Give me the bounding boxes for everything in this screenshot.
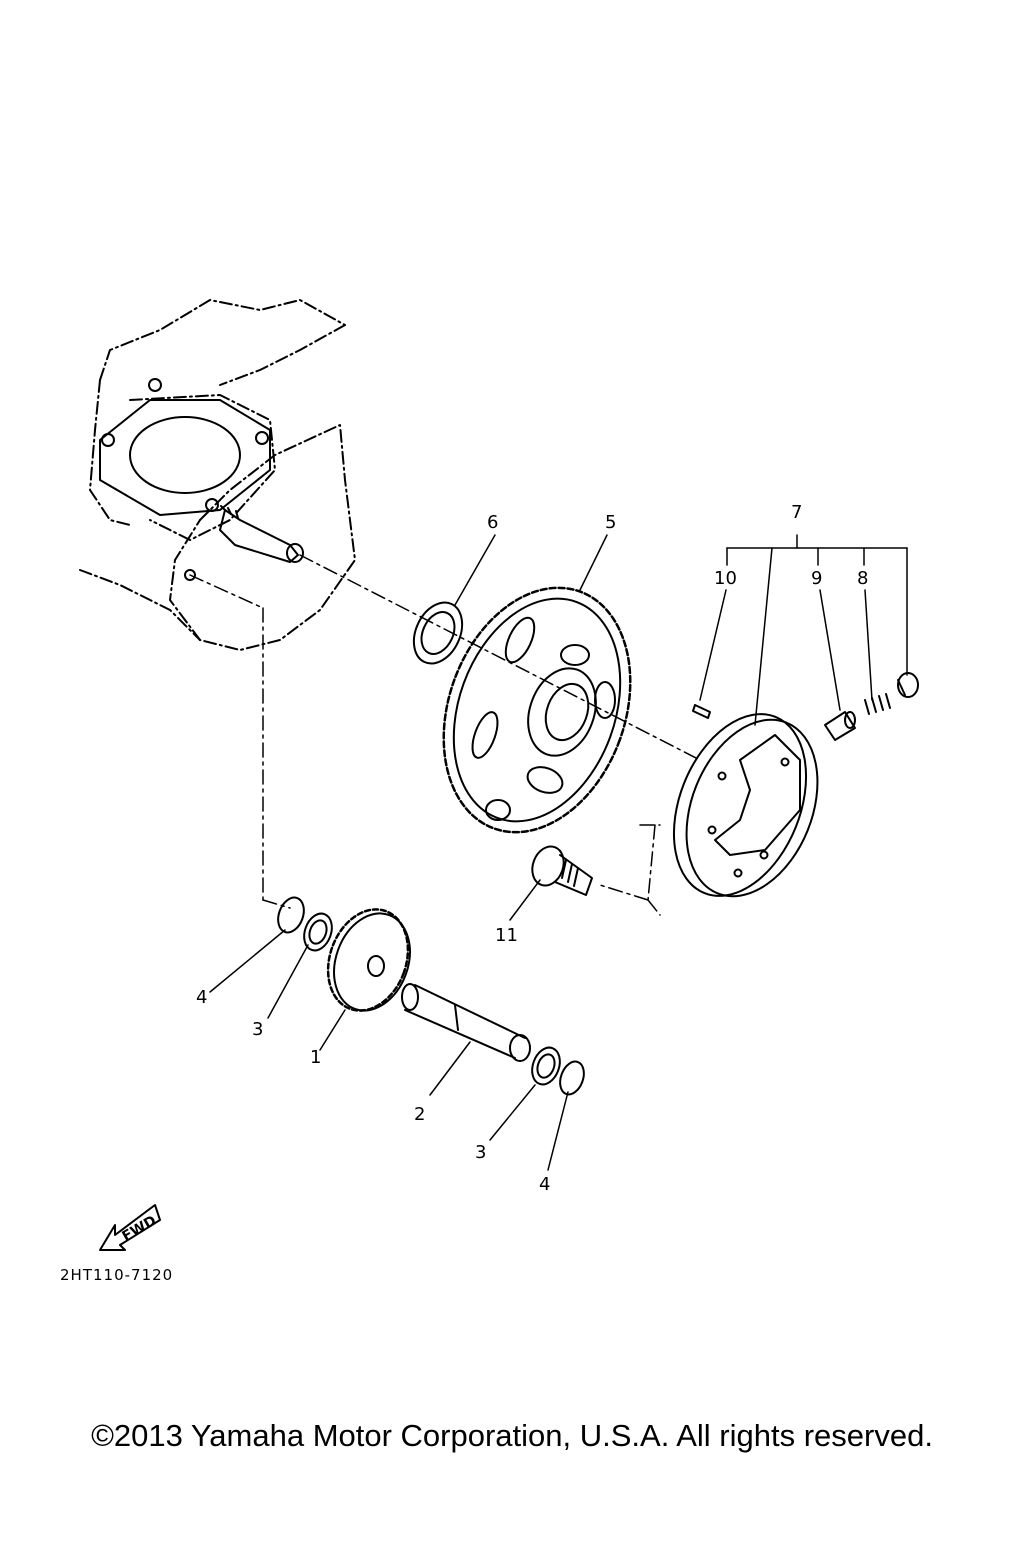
cylinder-gasket <box>99 378 271 516</box>
copyright-notice: ©2013 Yamaha Motor Corporation, U.S.A. A… <box>91 1418 933 1453</box>
part-9-roller <box>824 711 856 741</box>
part-2-shaft <box>401 983 531 1062</box>
part-6-washer <box>412 601 464 665</box>
callout-3-right: 3 <box>475 1142 486 1163</box>
drawing-code: 2HT110-7120 <box>60 1266 173 1284</box>
part-8-spring <box>864 693 891 715</box>
part-3-washer-left <box>303 912 333 952</box>
part-4-clip-right <box>559 1060 585 1096</box>
callout-7: 7 <box>791 502 802 523</box>
callout-3-left: 3 <box>252 1019 263 1040</box>
callout-4-right: 4 <box>539 1174 550 1195</box>
part-1-small-gear <box>326 908 411 1012</box>
callout-6: 6 <box>487 512 498 533</box>
fwd-arrow-icon <box>99 1204 161 1251</box>
part-5-large-gear <box>442 586 632 834</box>
part-11-bolt <box>531 845 593 896</box>
callout-10: 10 <box>714 568 737 589</box>
crankcase-outline <box>79 299 356 651</box>
callout-1: 1 <box>310 1047 321 1068</box>
kick-shaft-stub <box>184 505 304 581</box>
part-7-cap <box>897 672 919 698</box>
callout-2: 2 <box>414 1104 425 1125</box>
callout-4-left: 4 <box>196 987 207 1008</box>
part-4-clip-left <box>277 896 305 934</box>
part-7-clutch-housing <box>672 713 819 898</box>
part-3-washer-right <box>531 1046 561 1086</box>
part-10-pin <box>692 704 711 719</box>
callout-11: 11 <box>495 925 518 946</box>
callout-8: 8 <box>857 568 868 589</box>
leader-lines <box>209 534 908 1171</box>
callout-labels: 6 5 7 10 9 8 11 4 3 1 2 3 4 <box>196 502 868 1195</box>
callout-5: 5 <box>605 512 616 533</box>
callout-9: 9 <box>811 568 822 589</box>
assembly-axis-lines <box>189 554 701 916</box>
